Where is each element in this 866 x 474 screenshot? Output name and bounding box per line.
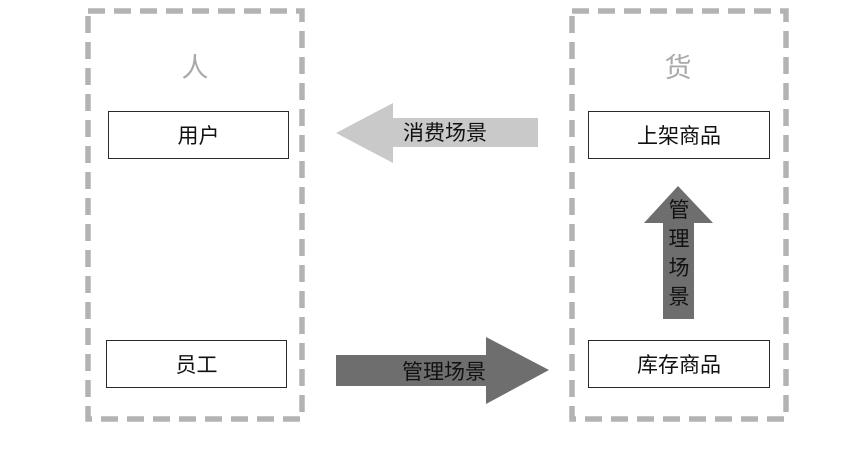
vertical-management-label: 管 理 场 景: [661, 196, 697, 312]
vertical-management-char: 景: [668, 285, 690, 309]
user-node: 用户: [108, 111, 289, 159]
vertical-management-char: 管: [668, 198, 690, 222]
people-group-title: 人: [181, 52, 209, 84]
people-group-frame: [85, 8, 305, 422]
goods-group-frame: [569, 8, 789, 422]
consumption-arrow: [336, 103, 538, 163]
inventory-products-node: 库存商品: [588, 340, 770, 388]
vertical-management-char: 理: [668, 227, 690, 251]
vertical-management-arrow: [644, 186, 713, 319]
management-arrow-label: 管理场景: [402, 360, 486, 384]
management-arrow: [336, 337, 549, 404]
employee-node: 员工: [106, 340, 287, 388]
goods-group-title: 货: [664, 52, 692, 84]
vertical-management-char: 场: [668, 256, 690, 280]
listed-products-node: 上架商品: [588, 111, 770, 159]
consumption-arrow-label: 消费场景: [403, 121, 487, 145]
